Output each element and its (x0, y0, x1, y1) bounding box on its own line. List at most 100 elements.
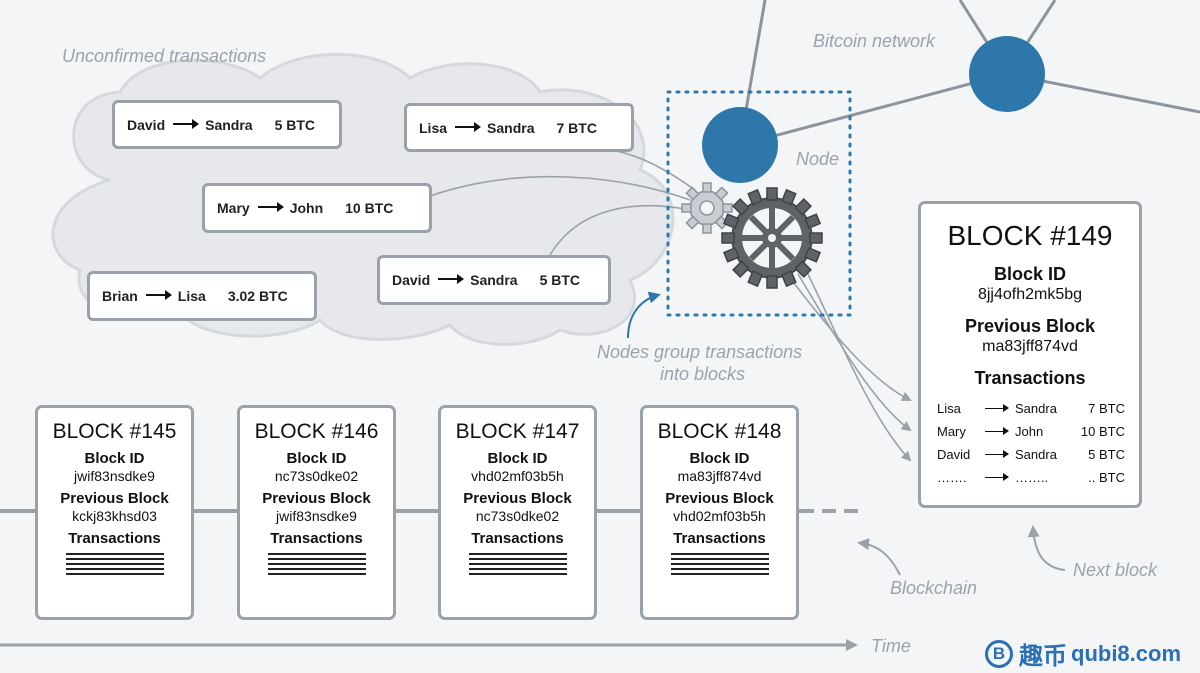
next-block-label: Next block (1073, 560, 1158, 580)
large-gear-icon (721, 187, 823, 289)
block-id-label: Block ID (84, 450, 145, 467)
transactions-label: Transactions (471, 530, 564, 547)
chain-block: BLOCK #146 Block ID nc73s0dke02 Previous… (237, 405, 396, 620)
transactions-lines (267, 553, 366, 575)
block-id-value: nc73s0dke02 (274, 468, 359, 484)
tx-to: Sandra (487, 119, 535, 136)
watermark-logo: B 趣币 qubi8.com (985, 636, 1181, 671)
block-title: BLOCK #146 (254, 420, 379, 443)
block-title: BLOCK #149 (947, 220, 1113, 251)
block-transaction-row: Lisa Sandra 7 BTC (937, 397, 1125, 420)
transactions-label: Transactions (270, 530, 363, 547)
node-circle (702, 107, 778, 183)
block-id-label: Block ID (689, 450, 750, 467)
previous-block-label: Previous Block (665, 490, 774, 507)
previous-block-label: Previous Block (60, 490, 169, 507)
watermark-cn: 趣币 (1019, 643, 1067, 670)
arrow-right-icon (173, 118, 200, 129)
next-block: BLOCK #149 Block ID 8jj4ofh2mk5bg Previo… (918, 201, 1142, 508)
transactions-lines (468, 553, 567, 575)
blockchain-label: Blockchain (890, 578, 978, 598)
tx-from: Lisa (419, 119, 448, 136)
block-flow-lines (789, 269, 912, 462)
tx-amount: 5 BTC (539, 272, 581, 288)
tx-amount: 7 BTC (1088, 401, 1125, 416)
tx-amount: 10 BTC (345, 200, 394, 216)
time-axis-arrowhead (846, 639, 858, 651)
tx-amount: 7 BTC (556, 119, 597, 136)
tx-to: Sandra (470, 272, 518, 288)
transactions-lines (65, 553, 164, 575)
tx-from: David (127, 116, 166, 133)
previous-block-value: ma83jff874vd (982, 338, 1078, 355)
group-label-line1: Nodes group transactions (597, 342, 803, 362)
arrow-right-icon (257, 202, 284, 212)
tx-amount: 5 BTC (1088, 447, 1125, 462)
pending-transaction: Lisa Sandra 7 BTC (404, 103, 634, 152)
watermark-domain: qubi8.com (1071, 640, 1182, 666)
arrow-right-icon (145, 290, 172, 300)
arrow-right-icon (455, 121, 482, 132)
block-transaction-row: David Sandra 5 BTC (937, 443, 1125, 466)
block-transaction-row: ……. …….. .. BTC (937, 466, 1125, 489)
unconfirmed-label: Unconfirmed transactions (62, 46, 267, 66)
tx-from: David (392, 272, 431, 288)
blockchain-arrow (857, 538, 901, 576)
tx-to: John (289, 200, 324, 216)
transactions-label: Transactions (974, 368, 1086, 388)
pending-transaction: Mary John 10 BTC (202, 183, 432, 233)
tx-from: David (937, 447, 971, 462)
arrow-right-icon (985, 450, 1009, 457)
tx-from: Lisa (937, 401, 961, 416)
tx-to: Sandra (205, 116, 253, 133)
block-title: BLOCK #145 (52, 420, 177, 443)
arrow-right-icon (985, 473, 1009, 480)
time-label: Time (871, 636, 911, 656)
transactions-lines (670, 553, 769, 575)
block-title: BLOCK #147 (455, 420, 580, 443)
transactions-label: Transactions (68, 530, 161, 547)
tx-to: Sandra (1015, 447, 1057, 462)
previous-block-value: vhd02mf03b5h (673, 508, 766, 524)
tx-to: Sandra (1015, 401, 1057, 416)
network-node-circle (969, 36, 1045, 112)
transactions-label: Transactions (673, 530, 766, 547)
previous-block-label: Previous Block (964, 316, 1096, 336)
tx-to: John (1015, 424, 1044, 439)
pending-transaction: David Sandra 5 BTC (112, 100, 342, 149)
group-label-line2: into blocks (660, 364, 746, 384)
pending-transaction: David Sandra 5 BTC (377, 255, 611, 305)
arrow-right-icon (985, 427, 1009, 434)
chain-block: BLOCK #145 Block ID jwif83nsdke9 Previou… (35, 405, 194, 620)
block-id-value: vhd02mf03b5h (471, 468, 564, 484)
block-id-value: 8jj4ofh2mk5bg (977, 286, 1083, 303)
block-id-label: Block ID (286, 450, 347, 467)
network-label: Bitcoin network (813, 31, 936, 51)
previous-block-label: Previous Block (262, 490, 371, 507)
tx-to: Lisa (177, 288, 206, 304)
arrow-right-icon (985, 404, 1009, 411)
small-gear-icon (681, 182, 733, 234)
bitcoin-logo-icon: B (985, 639, 1013, 668)
previous-block-value: jwif83nsdke9 (276, 508, 357, 524)
tx-to: …….. (1015, 470, 1049, 485)
previous-block-value: nc73s0dke02 (475, 508, 560, 524)
previous-block-label: Previous Block (463, 490, 572, 507)
block-id-value: ma83jff874vd (677, 468, 762, 484)
block-id-label: Block ID (487, 450, 548, 467)
node-selection-box (666, 90, 852, 317)
block-title: BLOCK #148 (657, 420, 782, 443)
previous-block-value: kckj83khsd03 (72, 508, 157, 524)
group-arrow (627, 291, 661, 339)
tx-from: Mary (217, 200, 250, 216)
block-id-label: Block ID (993, 264, 1067, 284)
tx-amount: 3.02 BTC (227, 288, 288, 304)
tx-from: ……. (937, 470, 967, 485)
tx-amount: .. BTC (1088, 470, 1125, 485)
chain-block: BLOCK #147 Block ID vhd02mf03b5h Previou… (438, 405, 597, 620)
tx-amount: 5 BTC (274, 116, 316, 133)
tx-amount: 10 BTC (1080, 424, 1125, 439)
